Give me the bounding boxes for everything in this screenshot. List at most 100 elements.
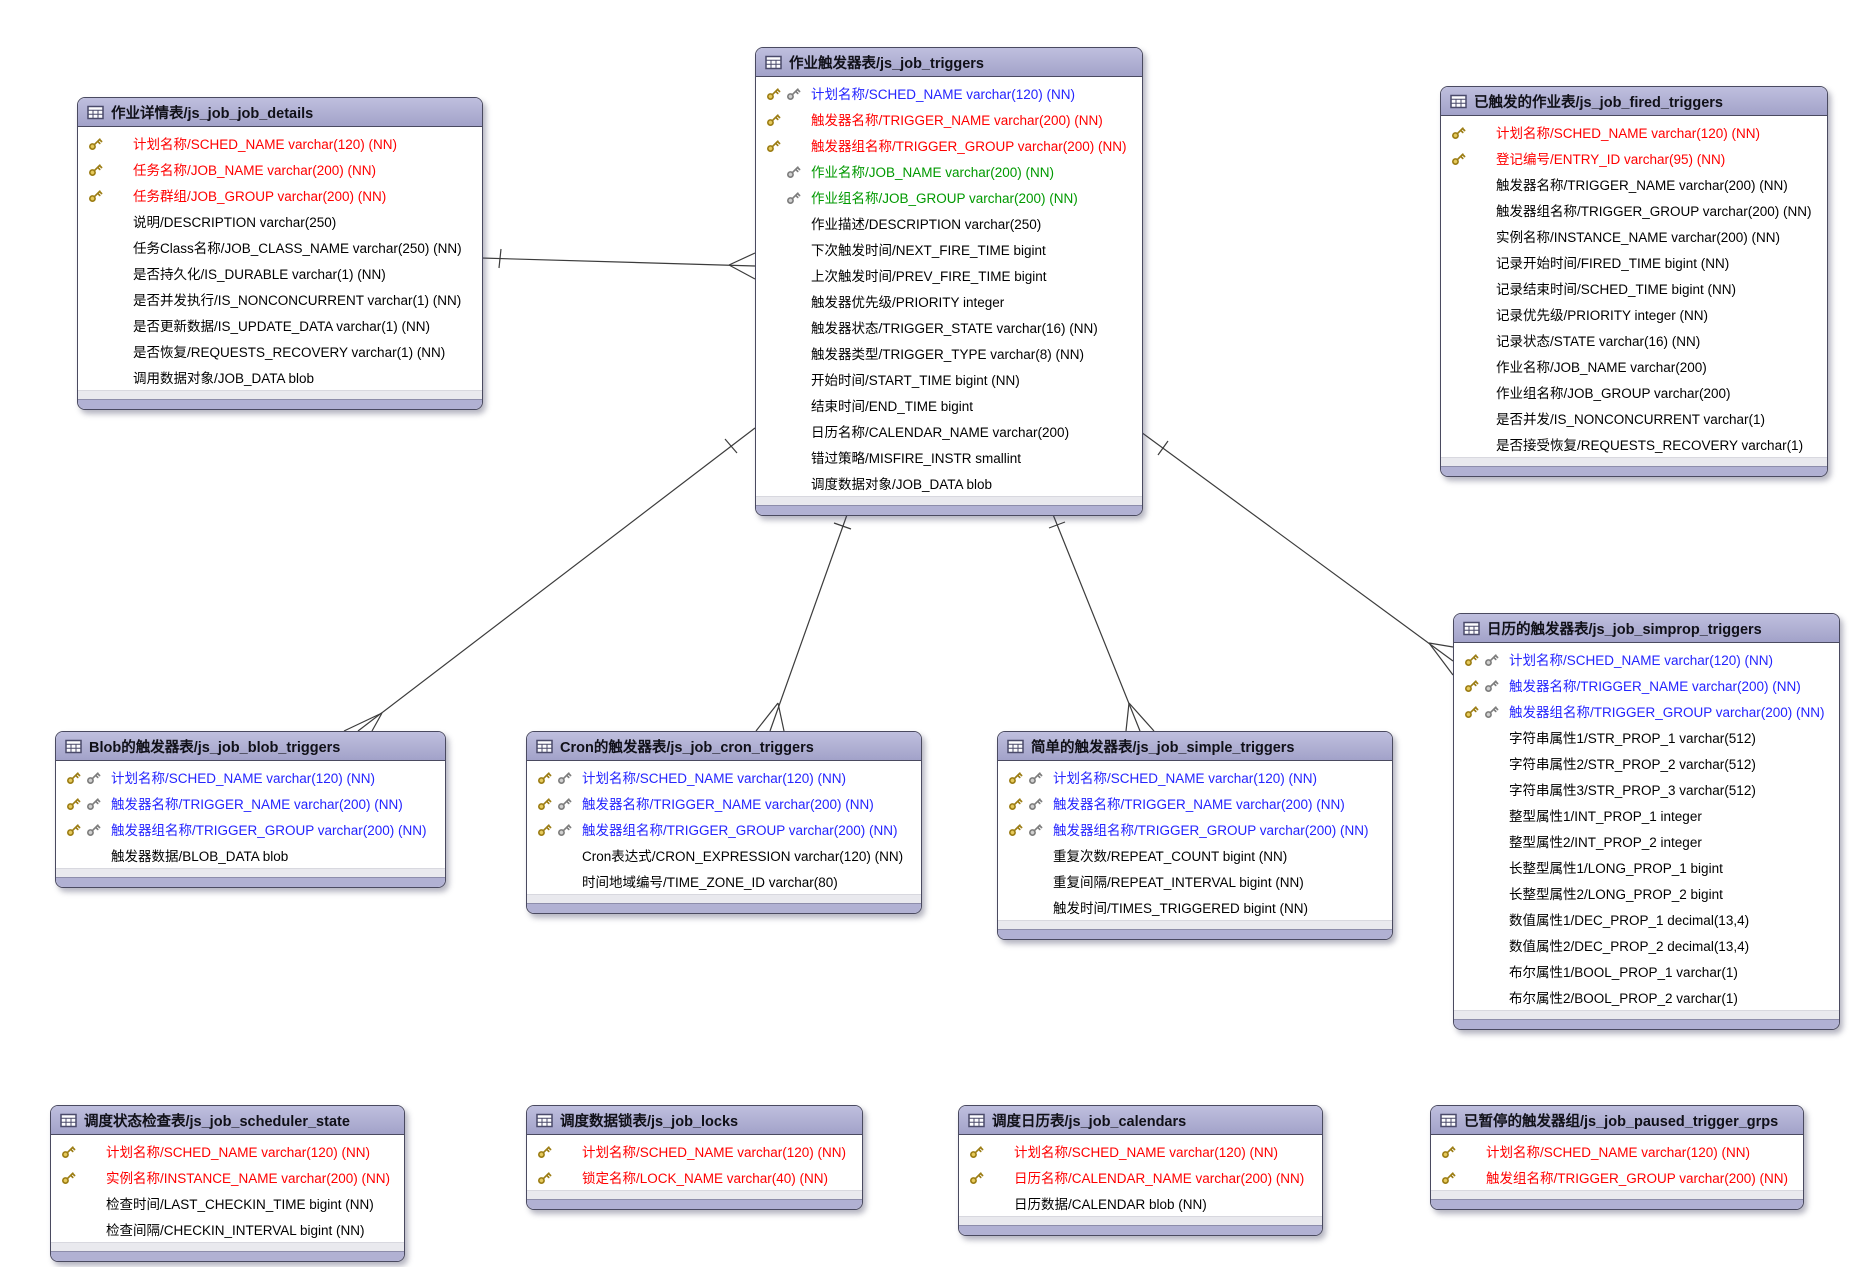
field-row[interactable]: 上次触发时间/PREV_FIRE_TIME bigint — [756, 262, 1142, 288]
field-row[interactable]: 触发器组名称/TRIGGER_GROUP varchar(200) (NN) — [1441, 197, 1827, 223]
field-row[interactable]: 计划名称/SCHED_NAME varchar(120) (NN) — [56, 764, 445, 790]
field-row[interactable]: 任务群组/JOB_GROUP varchar(200) (NN) — [78, 182, 482, 208]
field-row[interactable]: 布尔属性1/BOOL_PROP_1 varchar(1) — [1454, 958, 1839, 984]
field-row[interactable]: 计划名称/SCHED_NAME varchar(120) (NN) — [527, 1138, 862, 1164]
field-row[interactable]: 数值属性1/DEC_PROP_1 decimal(13,4) — [1454, 906, 1839, 932]
field-row[interactable]: 触发器组名称/TRIGGER_GROUP varchar(200) (NN) — [1454, 698, 1839, 724]
field-row[interactable]: 开始时间/START_TIME bigint (NN) — [756, 366, 1142, 392]
field-row[interactable]: 触发器组名称/TRIGGER_GROUP varchar(200) (NN) — [56, 816, 445, 842]
field-row[interactable]: 计划名称/SCHED_NAME varchar(120) (NN) — [527, 764, 921, 790]
field-row[interactable]: 长整型属性1/LONG_PROP_1 bigint — [1454, 854, 1839, 880]
table-header[interactable]: 调度日历表/js_job_calendars — [959, 1106, 1322, 1135]
table-header[interactable]: Cron的触发器表/js_job_cron_triggers — [527, 732, 921, 761]
table-header[interactable]: 调度状态检查表/js_job_scheduler_state — [51, 1106, 404, 1135]
field-row[interactable]: 触发器组名称/TRIGGER_GROUP varchar(200) (NN) — [756, 132, 1142, 158]
table-header[interactable]: 作业触发器表/js_job_triggers — [756, 48, 1142, 77]
field-row[interactable]: 是否恢复/REQUESTS_RECOVERY varchar(1) (NN) — [78, 338, 482, 364]
field-row[interactable]: 日历名称/CALENDAR_NAME varchar(200) (NN) — [959, 1164, 1322, 1190]
field-row[interactable]: 计划名称/SCHED_NAME varchar(120) (NN) — [78, 130, 482, 156]
field-row[interactable]: 触发器组名称/TRIGGER_GROUP varchar(200) (NN) — [527, 816, 921, 842]
table-header[interactable]: 简单的触发器表/js_job_simple_triggers — [998, 732, 1392, 761]
table-header[interactable]: 作业详情表/js_job_job_details — [78, 98, 482, 127]
field-row[interactable]: 作业名称/JOB_NAME varchar(200) — [1441, 353, 1827, 379]
table-js-job-blob-triggers[interactable]: Blob的触发器表/js_job_blob_triggers 计划名称/SCHE… — [55, 731, 446, 888]
field-row[interactable]: 计划名称/SCHED_NAME varchar(120) (NN) — [51, 1138, 404, 1164]
field-row[interactable]: 错过策略/MISFIRE_INSTR smallint — [756, 444, 1142, 470]
field-row[interactable]: 任务名称/JOB_NAME varchar(200) (NN) — [78, 156, 482, 182]
field-row[interactable]: 登记编号/ENTRY_ID varchar(95) (NN) — [1441, 145, 1827, 171]
field-row[interactable]: 计划名称/SCHED_NAME varchar(120) (NN) — [998, 764, 1392, 790]
field-row[interactable]: 触发器状态/TRIGGER_STATE varchar(16) (NN) — [756, 314, 1142, 340]
field-row[interactable]: 是否持久化/IS_DURABLE varchar(1) (NN) — [78, 260, 482, 286]
field-row[interactable]: 触发器数据/BLOB_DATA blob — [56, 842, 445, 868]
table-js-job-calendars[interactable]: 调度日历表/js_job_calendars 计划名称/SCHED_NAME v… — [958, 1105, 1323, 1236]
field-row[interactable]: 日历名称/CALENDAR_NAME varchar(200) — [756, 418, 1142, 444]
field-row[interactable]: 调用数据对象/JOB_DATA blob — [78, 364, 482, 390]
field-row[interactable]: 布尔属性2/BOOL_PROP_2 varchar(1) — [1454, 984, 1839, 1010]
field-row[interactable]: 计划名称/SCHED_NAME varchar(120) (NN) — [1441, 119, 1827, 145]
field-row[interactable]: 调度数据对象/JOB_DATA blob — [756, 470, 1142, 496]
field-row[interactable]: 记录优先级/PRIORITY integer (NN) — [1441, 301, 1827, 327]
field-row[interactable]: 触发器名称/TRIGGER_NAME varchar(200) (NN) — [1454, 672, 1839, 698]
field-row[interactable]: 是否更新数据/IS_UPDATE_DATA varchar(1) (NN) — [78, 312, 482, 338]
field-row[interactable]: 整型属性2/INT_PROP_2 integer — [1454, 828, 1839, 854]
field-row[interactable]: 重复次数/REPEAT_COUNT bigint (NN) — [998, 842, 1392, 868]
field-row[interactable]: 数值属性2/DEC_PROP_2 decimal(13,4) — [1454, 932, 1839, 958]
table-js-job-triggers[interactable]: 作业触发器表/js_job_triggers 计划名称/SCHED_NAME v… — [755, 47, 1143, 516]
field-row[interactable]: 触发器名称/TRIGGER_NAME varchar(200) (NN) — [756, 106, 1142, 132]
field-row[interactable]: 作业组名称/JOB_GROUP varchar(200) — [1441, 379, 1827, 405]
field-row[interactable]: 触发器名称/TRIGGER_NAME varchar(200) (NN) — [998, 790, 1392, 816]
field-row[interactable]: 作业描述/DESCRIPTION varchar(250) — [756, 210, 1142, 236]
field-row[interactable]: 触发时间/TIMES_TRIGGERED bigint (NN) — [998, 894, 1392, 920]
field-row[interactable]: 计划名称/SCHED_NAME varchar(120) (NN) — [1431, 1138, 1803, 1164]
field-row[interactable]: 日历数据/CALENDAR blob (NN) — [959, 1190, 1322, 1216]
table-js-job-job-details[interactable]: 作业详情表/js_job_job_details 计划名称/SCHED_NAME… — [77, 97, 483, 410]
field-row[interactable]: 触发器名称/TRIGGER_NAME varchar(200) (NN) — [56, 790, 445, 816]
table-header[interactable]: 日历的触发器表/js_job_simprop_triggers — [1454, 614, 1839, 643]
field-row[interactable]: 记录状态/STATE varchar(16) (NN) — [1441, 327, 1827, 353]
field-row[interactable]: 作业名称/JOB_NAME varchar(200) (NN) — [756, 158, 1142, 184]
field-row[interactable]: 长整型属性2/LONG_PROP_2 bigint — [1454, 880, 1839, 906]
field-row[interactable]: 触发器优先级/PRIORITY integer — [756, 288, 1142, 314]
field-row[interactable]: 是否并发执行/IS_NONCONCURRENT varchar(1) (NN) — [78, 286, 482, 312]
field-row[interactable]: 计划名称/SCHED_NAME varchar(120) (NN) — [756, 80, 1142, 106]
field-row[interactable]: 字符串属性1/STR_PROP_1 varchar(512) — [1454, 724, 1839, 750]
field-row[interactable]: 记录结束时间/SCHED_TIME bigint (NN) — [1441, 275, 1827, 301]
field-row[interactable]: 触发器类型/TRIGGER_TYPE varchar(8) (NN) — [756, 340, 1142, 366]
field-row[interactable]: 字符串属性3/STR_PROP_3 varchar(512) — [1454, 776, 1839, 802]
field-row[interactable]: 下次触发时间/NEXT_FIRE_TIME bigint — [756, 236, 1142, 262]
field-row[interactable]: 任务Class名称/JOB_CLASS_NAME varchar(250) (N… — [78, 234, 482, 260]
field-row[interactable]: 检查间隔/CHECKIN_INTERVAL bigint (NN) — [51, 1216, 404, 1242]
field-row[interactable]: 触发组名称/TRIGGER_GROUP varchar(200) (NN) — [1431, 1164, 1803, 1190]
table-js-job-simple-triggers[interactable]: 简单的触发器表/js_job_simple_triggers 计划名称/SCHE… — [997, 731, 1393, 940]
field-row[interactable]: 是否接受恢复/REQUESTS_RECOVERY varchar(1) — [1441, 431, 1827, 457]
field-row[interactable]: 作业组名称/JOB_GROUP varchar(200) (NN) — [756, 184, 1142, 210]
field-row[interactable]: 说明/DESCRIPTION varchar(250) — [78, 208, 482, 234]
field-row[interactable]: 触发器组名称/TRIGGER_GROUP varchar(200) (NN) — [998, 816, 1392, 842]
field-row[interactable]: 整型属性1/INT_PROP_1 integer — [1454, 802, 1839, 828]
field-row[interactable]: 重复间隔/REPEAT_INTERVAL bigint (NN) — [998, 868, 1392, 894]
field-row[interactable]: 实例名称/INSTANCE_NAME varchar(200) (NN) — [1441, 223, 1827, 249]
field-row[interactable]: 检查时间/LAST_CHECKIN_TIME bigint (NN) — [51, 1190, 404, 1216]
field-row[interactable]: 字符串属性2/STR_PROP_2 varchar(512) — [1454, 750, 1839, 776]
field-row[interactable]: 实例名称/INSTANCE_NAME varchar(200) (NN) — [51, 1164, 404, 1190]
table-js-job-paused-trigger-grps[interactable]: 已暂停的触发器组/js_job_paused_trigger_grps 计划名称… — [1430, 1105, 1804, 1210]
table-header[interactable]: 已暂停的触发器组/js_job_paused_trigger_grps — [1431, 1106, 1803, 1135]
field-row[interactable]: 触发器名称/TRIGGER_NAME varchar(200) (NN) — [1441, 171, 1827, 197]
field-row[interactable]: 结束时间/END_TIME bigint — [756, 392, 1142, 418]
table-header[interactable]: 已触发的作业表/js_job_fired_triggers — [1441, 87, 1827, 116]
field-row[interactable]: 时间地域编号/TIME_ZONE_ID varchar(80) — [527, 868, 921, 894]
table-js-job-simprop-triggers[interactable]: 日历的触发器表/js_job_simprop_triggers 计划名称/SCH… — [1453, 613, 1840, 1030]
table-header[interactable]: Blob的触发器表/js_job_blob_triggers — [56, 732, 445, 761]
table-header[interactable]: 调度数据锁表/js_job_locks — [527, 1106, 862, 1135]
field-row[interactable]: 计划名称/SCHED_NAME varchar(120) (NN) — [959, 1138, 1322, 1164]
field-row[interactable]: 是否并发/IS_NONCONCURRENT varchar(1) — [1441, 405, 1827, 431]
table-js-job-fired-triggers[interactable]: 已触发的作业表/js_job_fired_triggers 计划名称/SCHED… — [1440, 86, 1828, 477]
field-row[interactable]: Cron表达式/CRON_EXPRESSION varchar(120) (NN… — [527, 842, 921, 868]
field-row[interactable]: 记录开始时间/FIRED_TIME bigint (NN) — [1441, 249, 1827, 275]
table-js-job-cron-triggers[interactable]: Cron的触发器表/js_job_cron_triggers 计划名称/SCHE… — [526, 731, 922, 914]
field-row[interactable]: 锁定名称/LOCK_NAME varchar(40) (NN) — [527, 1164, 862, 1190]
field-row[interactable]: 计划名称/SCHED_NAME varchar(120) (NN) — [1454, 646, 1839, 672]
table-js-job-locks[interactable]: 调度数据锁表/js_job_locks 计划名称/SCHED_NAME varc… — [526, 1105, 863, 1210]
table-js-job-scheduler-state[interactable]: 调度状态检查表/js_job_scheduler_state 计划名称/SCHE… — [50, 1105, 405, 1262]
